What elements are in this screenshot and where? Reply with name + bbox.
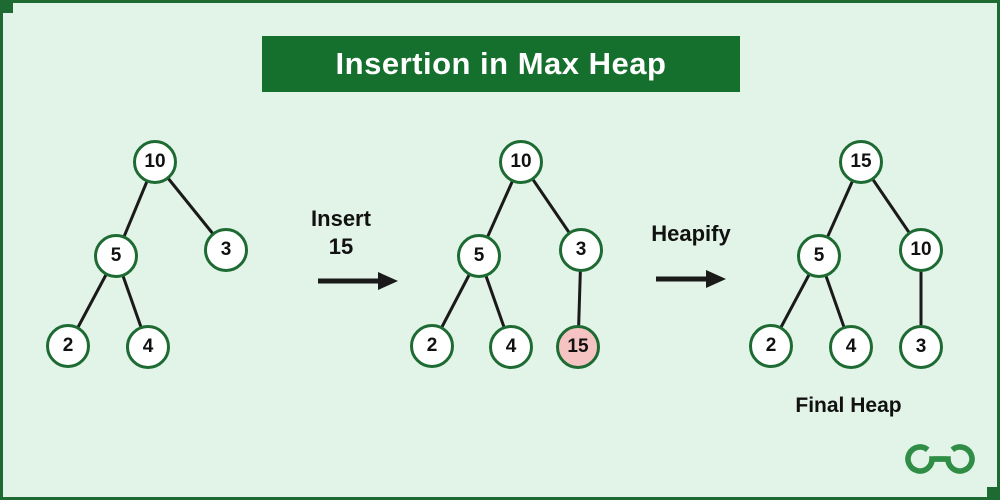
insert-arrow-icon (318, 272, 398, 290)
heap-node: 4 (126, 325, 170, 369)
heap-node: 5 (797, 234, 841, 278)
heapify-arrow-icon (656, 270, 726, 288)
heap-node: 4 (489, 325, 533, 369)
heap-node: 3 (899, 325, 943, 369)
page-title: Insertion in Max Heap (335, 46, 667, 81)
heap-node: 10 (499, 140, 543, 184)
corner-accent-top-left (0, 0, 13, 13)
heap-node: 10 (899, 228, 943, 272)
corner-accent-bottom-right (987, 487, 1000, 500)
final-heap-label: Final Heap (795, 394, 902, 417)
heap-node: 10 (133, 140, 177, 184)
title-banner: Insertion in Max Heap (262, 36, 740, 92)
heap-node: 3 (204, 228, 248, 272)
heap-node: 4 (829, 325, 873, 369)
heap-node-inserted: 15 (556, 325, 600, 369)
heap-node: 2 (749, 324, 793, 368)
heap-node: 15 (839, 140, 883, 184)
heap-node: 2 (410, 324, 454, 368)
geeksforgeeks-logo-icon (905, 444, 975, 474)
heap-node: 2 (46, 324, 90, 368)
heap-node: 3 (559, 228, 603, 272)
heapify-step-label: Heapify (651, 221, 731, 246)
heap-node: 5 (457, 234, 501, 278)
heap-node: 5 (94, 234, 138, 278)
insert-step-label: Insert 15 (311, 206, 371, 259)
